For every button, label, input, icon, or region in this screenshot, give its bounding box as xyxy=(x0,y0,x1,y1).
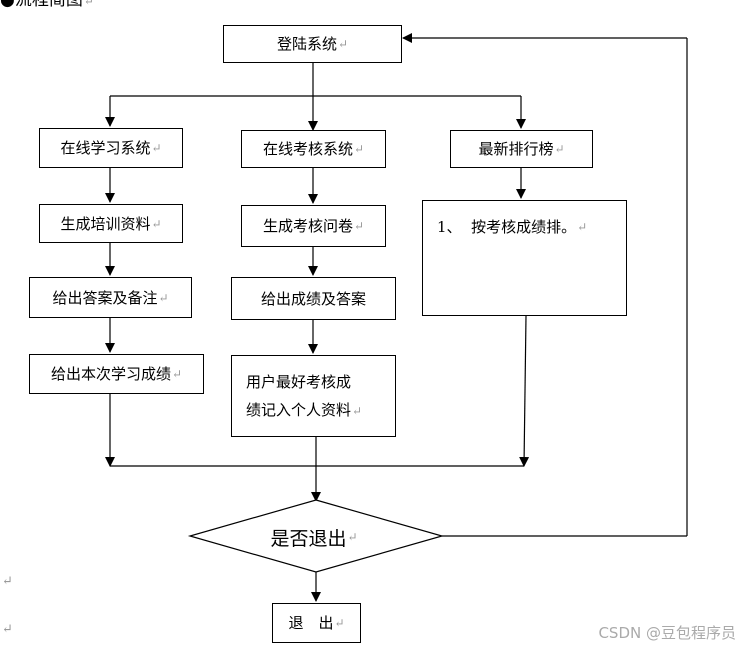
node-exit: 退 出↵ xyxy=(272,603,361,643)
node-online-exam: 在线考核系统↵ xyxy=(241,130,386,168)
node-online-learning: 在线学习系统↵ xyxy=(39,128,183,168)
paragraph-mark-2: ↵ xyxy=(2,622,13,637)
node-save-best-score-line2: 绩记入个人资料 xyxy=(246,400,352,419)
node-ranking: 最新排行榜↵ xyxy=(450,130,593,168)
node-login: 登陆系统↵ xyxy=(223,25,402,63)
heading-text: ●流程简图 xyxy=(0,0,83,10)
node-save-best-score-line1: 用户最好考核成 xyxy=(246,372,352,391)
node-gen-exam: 生成考核问卷↵ xyxy=(241,205,386,247)
node-give-study-score: 给出本次学习成绩↵ xyxy=(29,354,204,394)
node-exit-question: 是否退出↵ xyxy=(270,527,358,550)
node-login-label: 登陆系统 xyxy=(276,35,337,53)
node-gen-training: 生成培训资料↵ xyxy=(39,204,183,243)
watermark-text: CSDN @豆包程序员 xyxy=(598,624,736,642)
node-save-best-score: 用户最好考核成 绩记入个人资料↵ xyxy=(231,355,396,437)
node-give-score-answer: 给出成绩及答案 xyxy=(231,277,396,320)
paragraph-mark-1: ↵ xyxy=(2,574,13,589)
heading-para-mark: ↵ xyxy=(83,0,94,8)
diagram-heading: ●流程简图↵ xyxy=(0,0,94,11)
arrow-right-to-merge xyxy=(519,315,530,467)
node-give-answer-note: 给出答案及备注↵ xyxy=(29,277,192,318)
node-ranking-rule: 1、 按考核成绩排。↵ xyxy=(422,200,627,316)
